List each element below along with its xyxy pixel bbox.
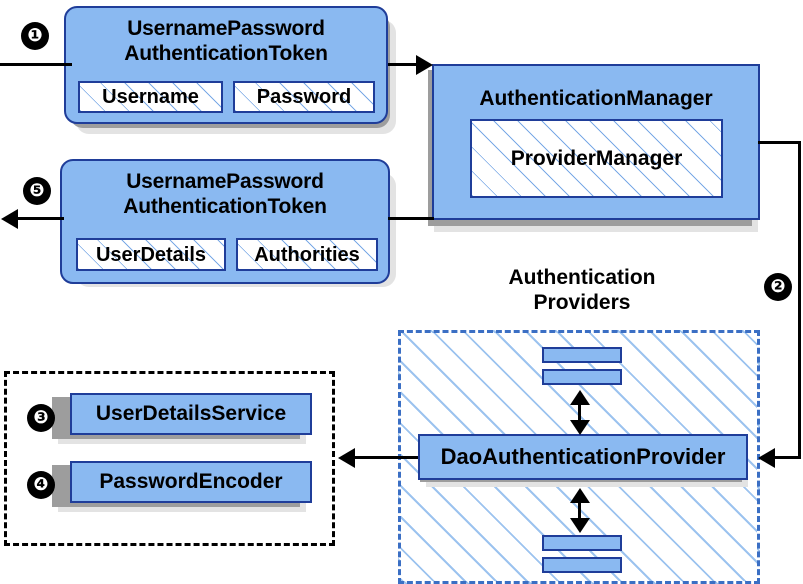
passwordencoder-box[interactable]: PasswordEncoder	[70, 461, 312, 503]
provider-manager-box[interactable]: ProviderManager	[470, 119, 723, 198]
token-to-manager-line	[388, 63, 422, 66]
request-token-title: UsernamePassword AuthenticationToken	[66, 16, 386, 66]
response-output-line	[18, 217, 64, 220]
marker-5: ❺	[24, 178, 50, 204]
passwordencoder-label: PasswordEncoder	[99, 470, 283, 493]
manager-to-response-line	[388, 217, 434, 220]
dao-authentication-provider-label: DaoAuthenticationProvider	[440, 444, 726, 469]
provider-stub-bottom-1[interactable]	[542, 535, 622, 551]
response-token-title-line1: UsernamePassword	[126, 170, 324, 193]
authentication-providers-title-line2: Providers	[533, 291, 631, 314]
authentication-providers-title-line1: Authentication	[508, 266, 656, 289]
token-to-manager-arrow-icon	[416, 55, 433, 75]
support-services-container	[4, 371, 335, 546]
provider-to-services-line	[355, 456, 418, 459]
request-token-title-line2: AuthenticationToken	[124, 42, 328, 65]
request-token-field-password[interactable]: Password	[233, 81, 375, 113]
authentication-manager-label: AuthenticationManager	[479, 87, 713, 110]
request-token-field-username-label: Username	[102, 86, 199, 108]
marker-2: ❷	[765, 274, 791, 300]
provider-manager-label: ProviderManager	[510, 147, 683, 170]
response-token-field-authorities[interactable]: Authorities	[236, 238, 378, 271]
incoming-request-line	[0, 63, 72, 66]
response-token-title: UsernamePassword AuthenticationToken	[62, 169, 388, 219]
manager-to-provider-line-top	[758, 141, 801, 144]
provider-link-top-arrow-up-icon	[570, 390, 590, 405]
provider-link-bottom-arrow-up-icon	[570, 488, 590, 503]
provider-link-bottom-arrow-down-icon	[570, 518, 590, 533]
provider-stub-top-2[interactable]	[542, 369, 622, 385]
marker-4: ❹	[28, 472, 54, 498]
userdetailsservice-label: UserDetailsService	[95, 402, 287, 425]
request-token-field-password-label: Password	[256, 86, 352, 108]
userdetailsservice-box[interactable]: UserDetailsService	[70, 393, 312, 435]
response-token-field-authorities-label: Authorities	[254, 243, 360, 266]
provider-link-top-line	[578, 398, 581, 424]
response-token-title-line2: AuthenticationToken	[123, 195, 327, 218]
request-token-title-line1: UsernamePassword	[127, 17, 325, 40]
provider-to-services-arrow-icon	[338, 448, 355, 468]
response-token-field-userdetails[interactable]: UserDetails	[76, 238, 226, 271]
marker-1: ❶	[22, 23, 48, 49]
dao-authentication-provider-box[interactable]: DaoAuthenticationProvider	[418, 434, 748, 480]
authentication-providers-title: Authentication Providers	[453, 265, 711, 315]
provider-link-top-arrow-down-icon	[570, 420, 590, 435]
provider-link-bottom-line	[578, 496, 581, 522]
response-token-field-userdetails-label: UserDetails	[95, 243, 207, 266]
manager-to-provider-line-bottom	[774, 456, 801, 459]
manager-to-provider-line-vertical	[798, 141, 801, 458]
request-token-field-username[interactable]: Username	[78, 81, 223, 113]
provider-stub-top-1[interactable]	[542, 347, 622, 363]
provider-stub-bottom-2[interactable]	[542, 557, 622, 573]
marker-3: ❸	[28, 405, 54, 431]
manager-to-provider-arrow-icon	[758, 448, 775, 468]
response-output-arrow-icon	[1, 209, 18, 229]
